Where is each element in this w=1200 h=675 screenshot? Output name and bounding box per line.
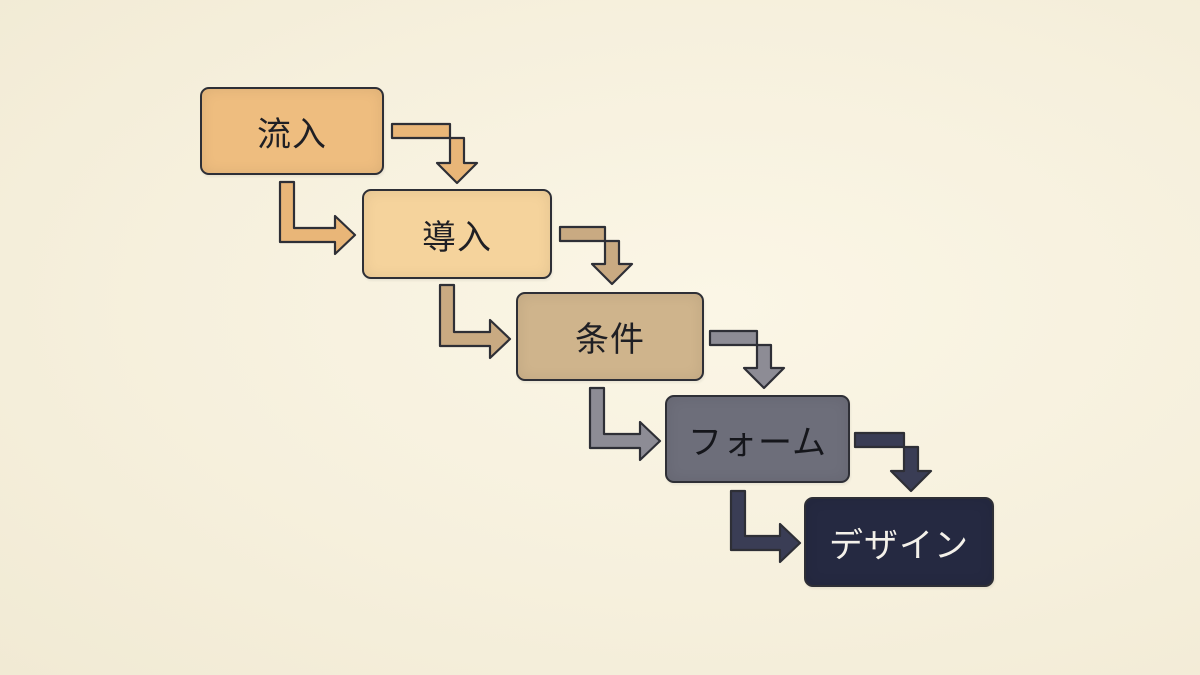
step-label: フォーム <box>688 422 827 463</box>
step-box-inflow: 流入 <box>200 87 384 175</box>
step-label: デザイン <box>829 525 969 566</box>
step-label: 導入 <box>422 217 492 258</box>
connector-arrow <box>390 122 479 185</box>
connector-arrow <box>558 225 634 286</box>
connector-arrow <box>588 386 662 462</box>
connector-arrow <box>438 283 512 360</box>
step-label: 条件 <box>575 320 645 360</box>
connector-arrow <box>853 431 933 493</box>
step-box-design: デザイン <box>804 497 994 587</box>
step-box-introduction: 導入 <box>362 189 552 279</box>
connector-arrow <box>708 329 786 390</box>
step-box-conditions: 条件 <box>516 292 704 381</box>
connector-arrow <box>729 489 802 564</box>
step-box-form: フォーム <box>665 395 850 483</box>
connector-arrow <box>278 180 357 256</box>
step-label: 流入 <box>257 114 327 155</box>
